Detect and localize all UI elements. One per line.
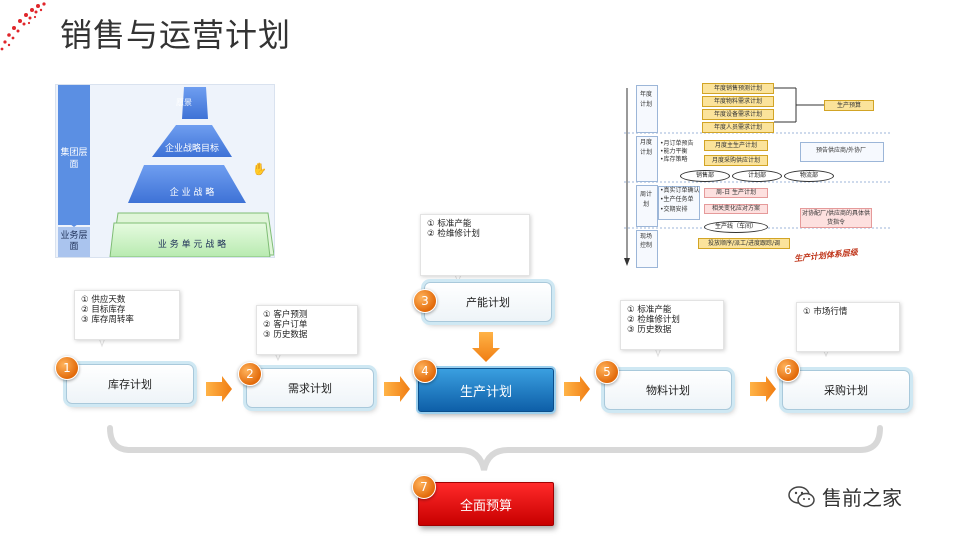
pyramid-graphic: ✋	[58, 85, 274, 257]
row-label-annual-box	[636, 85, 658, 133]
callout-line: ③ 历史数据	[627, 325, 672, 335]
callout-line: ② 客户订单	[263, 320, 308, 330]
monthly-left-item: •月订单预告	[660, 140, 694, 147]
badge-6: 6	[776, 358, 800, 382]
callout-line: ① 市场行情	[803, 307, 848, 317]
callout-purchase: ① 市场行情	[796, 302, 900, 352]
monthly-right-box	[800, 142, 884, 162]
field-control-item: 投放顺序/派工/进度跟踪/调	[698, 238, 790, 249]
callout-material: ① 标准产能 ② 检维修计划 ③ 历史数据	[620, 300, 724, 350]
badge-1: 1	[55, 356, 79, 380]
dept-sales: 销售部	[680, 170, 730, 182]
dept-planning: 计划部	[732, 170, 782, 182]
node-inventory-plan[interactable]: 库存计划	[66, 364, 194, 404]
dept-logistics: 物流部	[784, 170, 834, 182]
weekly-left-item: •真实订单确认	[660, 187, 700, 194]
weekly-left-box	[658, 186, 700, 220]
weekly-item: 相关变化应对方案	[704, 204, 768, 214]
callout-demand: ① 客户预测 ② 客户订单 ③ 历史数据	[256, 305, 358, 355]
planning-hierarchy-table: 年度计划 月度计划 周计划 现场控制 年度销售预测计划 年度物料需求计划 年度设…	[624, 80, 890, 270]
pyramid-level-vision: 愿景	[176, 98, 192, 107]
arrow-right	[384, 376, 410, 402]
page-title: 销售与运营计划	[60, 16, 292, 54]
badge-4: 4	[413, 359, 437, 383]
monthly-left-item: •能力平衡	[660, 148, 688, 155]
callout-capacity: ① 标准产能 ② 检维修计划	[420, 214, 530, 276]
node-capacity-plan[interactable]: 产能计划	[424, 282, 552, 322]
annual-item: 年度销售预测计划	[702, 83, 774, 94]
monthly-item: 月度主生产计划	[704, 140, 768, 151]
annual-item: 年度人员需求计划	[702, 122, 774, 133]
monthly-right-text: 预告供应商/外协厂	[815, 147, 867, 154]
row-label-annual: 年度计划	[639, 91, 652, 108]
row-label-monthly-box	[636, 136, 658, 182]
group-level-label: 集团层面	[60, 148, 88, 170]
callout-line: ③ 库存周转率	[81, 315, 134, 325]
callout-line: ③ 历史数据	[263, 330, 308, 340]
callout-inventory: ① 供应天数 ② 目标库存 ③ 库存周转率	[74, 290, 180, 340]
callout-line: ① 客户预测	[263, 310, 308, 320]
badge-3: 3	[413, 289, 437, 313]
callout-line: ① 标准产能	[627, 305, 672, 315]
monthly-item: 月度采购供应计划	[704, 155, 768, 166]
arrow-down	[472, 332, 500, 362]
callout-line: ② 检维修计划	[627, 315, 680, 325]
monthly-left-item: •库存策略	[660, 156, 688, 163]
node-purchase-plan[interactable]: 采购计划	[782, 370, 910, 410]
callout-line: ② 目标库存	[81, 305, 126, 315]
annual-item: 年度物料需求计划	[702, 96, 774, 107]
callout-line: ① 标准产能	[427, 219, 472, 229]
row-label-weekly: 周计划	[639, 191, 652, 208]
annual-item: 年度设备需求计划	[702, 109, 774, 120]
pyramid-level-strategy: 企 业 战 略	[169, 188, 215, 198]
node-total-budget[interactable]: 全面预算	[418, 482, 554, 526]
production-line-oval: 生产线（车间）	[704, 221, 768, 233]
badge-2: 2	[238, 362, 262, 386]
decorative-dots	[0, 2, 46, 51]
arrow-right	[206, 376, 232, 402]
pyramid-level-bu-strategy: 业 务 单 元 战 略	[157, 240, 227, 250]
svg-text:✋: ✋	[252, 162, 267, 176]
production-budget-cell: 生产预算	[824, 100, 874, 111]
badge-5: 5	[595, 360, 619, 384]
weekly-left-item: •交期安排	[660, 206, 688, 213]
arrow-right	[564, 376, 590, 402]
watermark: 售前之家	[788, 482, 902, 511]
row-label-field-box	[636, 230, 658, 268]
node-material-plan[interactable]: 物料计划	[604, 370, 732, 410]
callout-line: ① 供应天数	[81, 295, 126, 305]
wechat-icon	[788, 485, 815, 507]
callout-line: ② 检维修计划	[427, 229, 480, 239]
row-label-field: 现场控制	[639, 233, 652, 249]
node-demand-plan[interactable]: 需求计划	[246, 368, 374, 408]
row-label-monthly: 月度计划	[639, 139, 652, 156]
weekly-item: 周-日 生产计划	[704, 188, 768, 198]
watermark-text: 售前之家	[822, 486, 902, 510]
pyramid-level-goals: 企业战略目标	[164, 144, 219, 154]
weekly-right-box: 对协配厂/供应商的具体供货指令	[800, 208, 872, 228]
business-level-label: 业务层面	[60, 231, 88, 252]
badge-7: 7	[412, 475, 436, 499]
strategy-pyramid-panel: ✋ 愿景 企业战略目标 企 业 战 略 业 务 单 元 战 略 集团层面 业务层…	[55, 84, 275, 258]
row-label-weekly-box	[636, 185, 658, 227]
node-production-plan[interactable]: 生产计划	[418, 368, 554, 412]
weekly-left-item: •生产任务单	[660, 196, 694, 203]
arrow-right	[750, 376, 776, 402]
